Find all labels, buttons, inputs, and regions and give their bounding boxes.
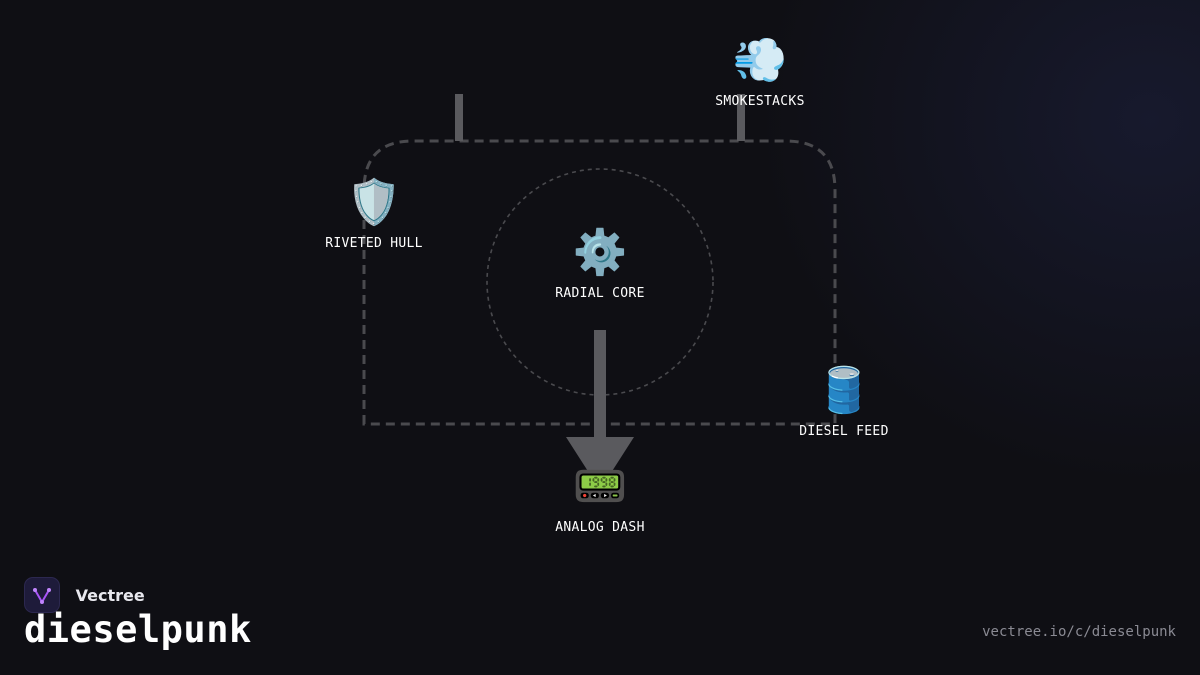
- pager-icon: 📟: [572, 461, 628, 512]
- brand: Vectree: [24, 577, 145, 613]
- frame-dashed-border: [362, 139, 837, 426]
- vectree-logo-icon: [24, 577, 60, 613]
- radial-core-label: RADIAL CORE: [555, 286, 645, 301]
- riveted-hull-node: 🛡️ RIVETED HULL: [314, 177, 434, 252]
- shield-icon: 🛡️: [346, 177, 402, 228]
- analog-dash-label: ANALOG DASH: [555, 520, 645, 535]
- smokestacks-label: SMOKESTACKS: [715, 94, 805, 109]
- diesel-feed-label: DIESEL FEED: [799, 424, 889, 439]
- diesel-feed-node: 🛢️ DIESEL FEED: [784, 365, 904, 440]
- page-title: dieselpunk: [24, 608, 252, 651]
- analog-dash-node: 📟 ANALOG DASH: [540, 461, 660, 536]
- smokestacks-node: 💨 SMOKESTACKS: [700, 35, 820, 110]
- left-top-stub: [455, 94, 463, 141]
- center-shaft: [594, 330, 606, 438]
- right-top-stub: [737, 94, 745, 141]
- riveted-hull-label: RIVETED HULL: [325, 236, 423, 251]
- center-funnel: [566, 437, 634, 490]
- page-url: vectree.io/c/dieselpunk: [982, 624, 1176, 640]
- dash-wind-icon: 💨: [732, 35, 788, 86]
- gear-icon: ⚙️: [572, 227, 628, 278]
- brand-name: Vectree: [75, 585, 145, 605]
- radial-core-node: ⚙️ RADIAL CORE: [540, 227, 660, 302]
- oil-drum-icon: 🛢️: [816, 365, 872, 416]
